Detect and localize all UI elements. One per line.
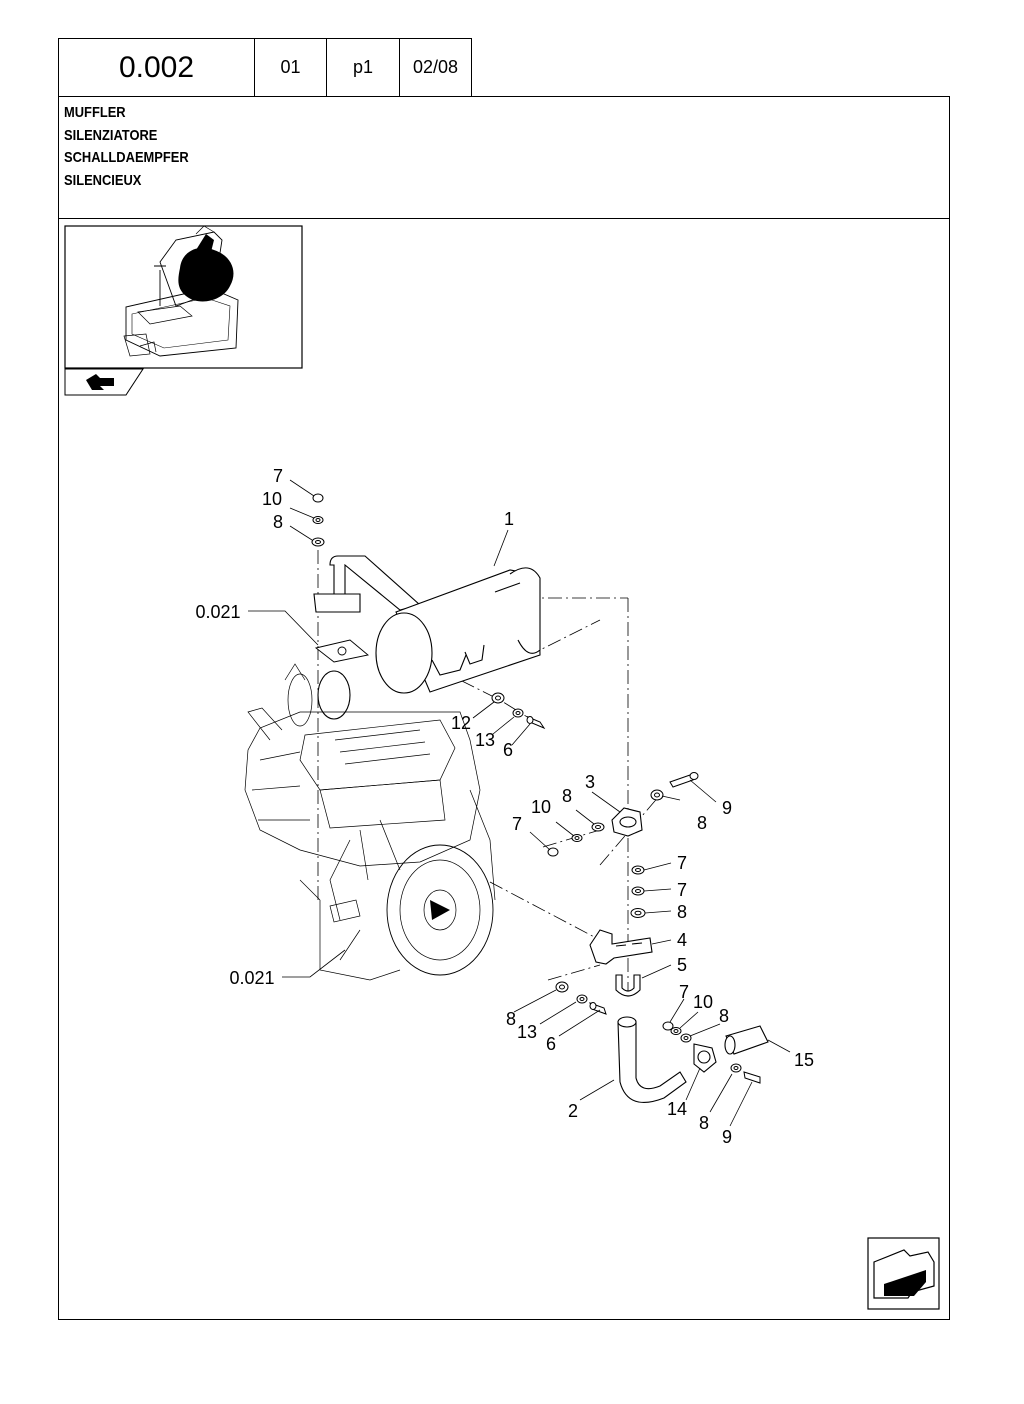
manifold-gasket [314,639,370,663]
callout-7: 7 [512,814,522,834]
callout-7: 7 [273,466,283,486]
callout-10: 10 [262,489,282,509]
callout-labels: 7 10 8 1 0.021 12 13 6 3 8 10 7 8 9 7 7 … [195,466,814,1147]
callout-6: 6 [503,740,513,760]
callout-13: 13 [475,730,495,750]
callout-8: 8 [677,902,687,922]
callout-1: 1 [504,509,514,529]
brackets-and-pipe [589,807,769,1103]
title-de: SCHALLDAEMPFER [64,149,189,166]
callout-6: 6 [546,1034,556,1054]
callout-7: 7 [677,880,687,900]
callout-13: 13 [517,1022,537,1042]
title-en: MUFFLER [64,104,126,121]
callout-8: 8 [506,1009,516,1029]
callout-2: 2 [568,1101,578,1121]
callout-5: 5 [677,955,687,975]
callout-3: 3 [585,772,595,792]
reference-0021-engine: 0.021 [229,968,274,988]
reference-0021-muffler: 0.021 [195,602,240,622]
hardware [311,493,761,1084]
navigation-arrow-icon[interactable] [64,368,144,396]
callout-8: 8 [697,813,707,833]
leader-lines [248,479,791,1127]
callout-10: 10 [531,797,551,817]
callout-4: 4 [677,930,687,950]
callout-10: 10 [693,992,713,1012]
next-page-icon[interactable] [867,1237,940,1310]
callout-9: 9 [722,1127,732,1147]
callout-8: 8 [699,1113,709,1133]
callout-8: 8 [273,512,283,532]
callout-8: 8 [562,786,572,806]
callout-7: 7 [677,853,687,873]
callout-9: 9 [722,798,732,818]
title-list: MUFFLER SILENZIATORE SCHALLDAEMPFER SILE… [64,102,209,192]
callout-8: 8 [719,1006,729,1026]
title-fr: SILENCIEUX [64,171,142,189]
muffler [313,555,541,694]
location-thumbnail [64,225,303,369]
callout-7: 7 [679,982,689,1002]
callout-15: 15 [794,1050,814,1070]
callout-14: 14 [667,1099,687,1119]
callout-12: 12 [451,713,471,733]
drawing-area [58,218,950,1320]
engine [244,663,496,981]
title-it: SILENZIATORE [64,126,158,144]
